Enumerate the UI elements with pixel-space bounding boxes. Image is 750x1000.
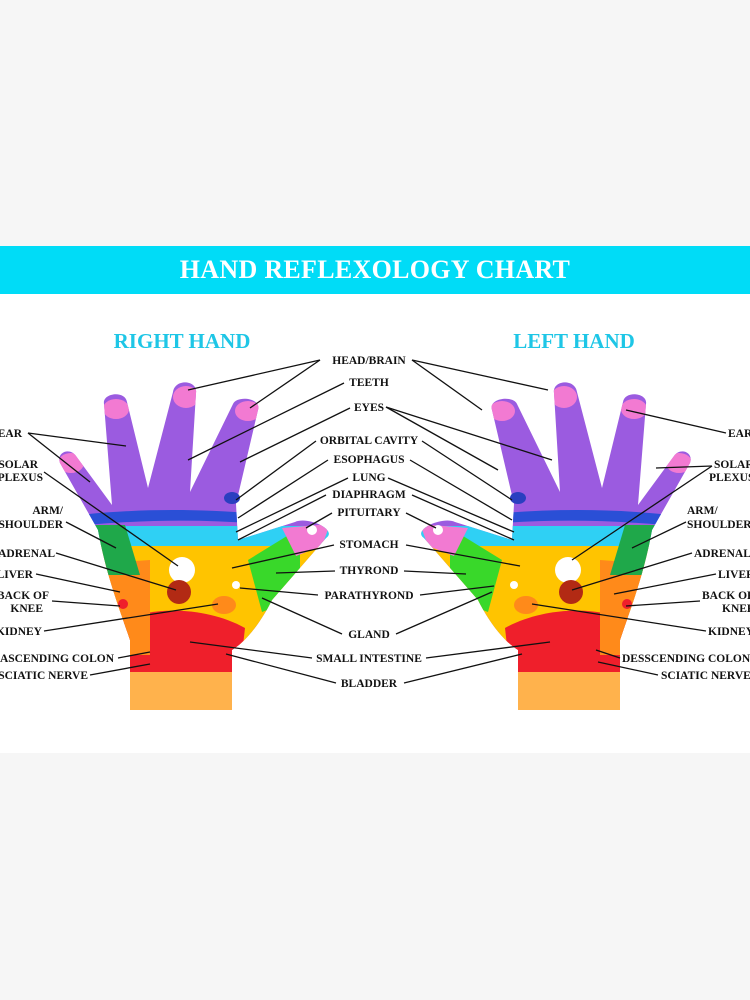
liver-point <box>118 599 128 609</box>
label-plexus-left: PLEXUS <box>709 472 750 484</box>
center-labels: HEAD/BRAIN TEETH EYES ORBITAL CAVITY ESO… <box>316 355 422 690</box>
label-colon-left: DESSCENDING COLON <box>622 653 750 665</box>
label-back-of-left: BACK OF <box>702 590 750 602</box>
kidney-point <box>212 596 236 614</box>
label-solar-left: SOLAR <box>714 459 750 471</box>
label-diaphragm: DIAPHRAGM <box>332 489 406 501</box>
palm-red-zone <box>505 610 630 672</box>
title-bar: HAND REFLEXOLOGY CHART <box>0 246 750 294</box>
fingertip <box>173 386 199 408</box>
label-gland: GLAND <box>348 629 390 641</box>
label-teeth: TEETH <box>349 377 389 389</box>
eye-point <box>510 492 526 504</box>
thumb-tip-zone <box>282 524 329 556</box>
label-sciatic-left: SCIATIC NERVE <box>661 670 750 682</box>
label-pituitary: PITUITARY <box>337 507 401 519</box>
arm-shoulder-zone <box>59 525 140 575</box>
label-shoulder-right: SHOULDER <box>0 519 64 531</box>
label-ear-right: EAR <box>0 428 23 440</box>
solar-plexus-point <box>169 557 195 583</box>
chart-title: HAND REFLEXOLOGY CHART <box>179 255 571 284</box>
fingertip <box>235 401 261 421</box>
fingertip <box>489 401 515 421</box>
label-colon-right: ASCENDING COLON <box>0 653 115 665</box>
label-back-of-right: BACK OF <box>0 590 49 602</box>
label-plexus-right: PLEXUS <box>0 472 43 484</box>
eye-point <box>224 492 240 504</box>
palm-red-zone <box>120 610 245 672</box>
label-kidney-right: KIDNEY <box>0 626 43 638</box>
label-thyrond: THYROND <box>340 565 399 577</box>
thumb-tip-zone <box>421 524 468 556</box>
label-orbital-cavity: ORBITAL CAVITY <box>320 435 419 447</box>
parathyroid-point <box>232 581 240 589</box>
left-hand-labels: EAR SOLAR PLEXUS ARM/ SHOULDER ADRENAL L… <box>622 428 750 682</box>
label-parathyrond: PARATHYROND <box>324 590 413 602</box>
left-hand-heading: LEFT HAND <box>513 329 635 353</box>
label-shoulder-left: SHOULDER <box>687 519 750 531</box>
label-eyes: EYES <box>354 402 384 414</box>
label-arm-left: ARM/ <box>687 505 718 517</box>
solar-plexus-point <box>555 557 581 583</box>
pituitary-point <box>433 525 443 535</box>
label-sciatic-right: SCIATIC NERVE <box>0 670 88 682</box>
label-head-brain: HEAD/BRAIN <box>332 355 406 367</box>
diaphragm-band <box>59 510 260 530</box>
leader-lines <box>27 359 727 684</box>
label-kidney-left: KIDNEY <box>708 626 750 638</box>
label-arm-right: ARM/ <box>32 505 63 517</box>
label-ear-left: EAR <box>728 428 750 440</box>
label-esophagus: ESOPHAGUS <box>334 454 405 466</box>
label-liver-right: LIVER <box>0 569 34 581</box>
label-bladder: BLADDER <box>341 678 398 690</box>
fingertip <box>621 399 647 419</box>
diaphragm-band <box>490 510 691 530</box>
label-lung: LUNG <box>352 472 385 484</box>
fingertip <box>59 453 84 473</box>
label-adrenal-left: ADRENAL <box>694 548 750 560</box>
liver-point <box>622 599 632 609</box>
label-small-intestine: SMALL INTESTINE <box>316 653 422 665</box>
hands-diagram: RIGHT HAND LEFT HAND HEAD/BRAIN TEETH EY… <box>0 329 750 710</box>
label-adrenal-right: ADRENAL <box>0 548 55 560</box>
label-solar-right: SOLAR <box>0 459 39 471</box>
label-knee-left: KNEE <box>722 603 750 615</box>
fingertip <box>551 386 577 408</box>
right-hand-heading: RIGHT HAND <box>114 329 251 353</box>
label-stomach: STOMACH <box>339 539 398 551</box>
reflexology-card: HAND REFLEXOLOGY CHART <box>0 246 750 753</box>
label-knee-right: KNEE <box>10 603 43 615</box>
adrenal-point <box>559 580 583 604</box>
pituitary-point <box>307 525 317 535</box>
adrenal-point <box>167 580 191 604</box>
parathyroid-point <box>510 581 518 589</box>
fingertip <box>103 399 129 419</box>
kidney-point <box>514 596 538 614</box>
label-liver-left: LIVER <box>718 569 750 581</box>
right-hand-labels: EAR SOLAR PLEXUS ARM/ SHOULDER ADRENAL L… <box>0 428 115 682</box>
fingertip <box>666 453 691 473</box>
